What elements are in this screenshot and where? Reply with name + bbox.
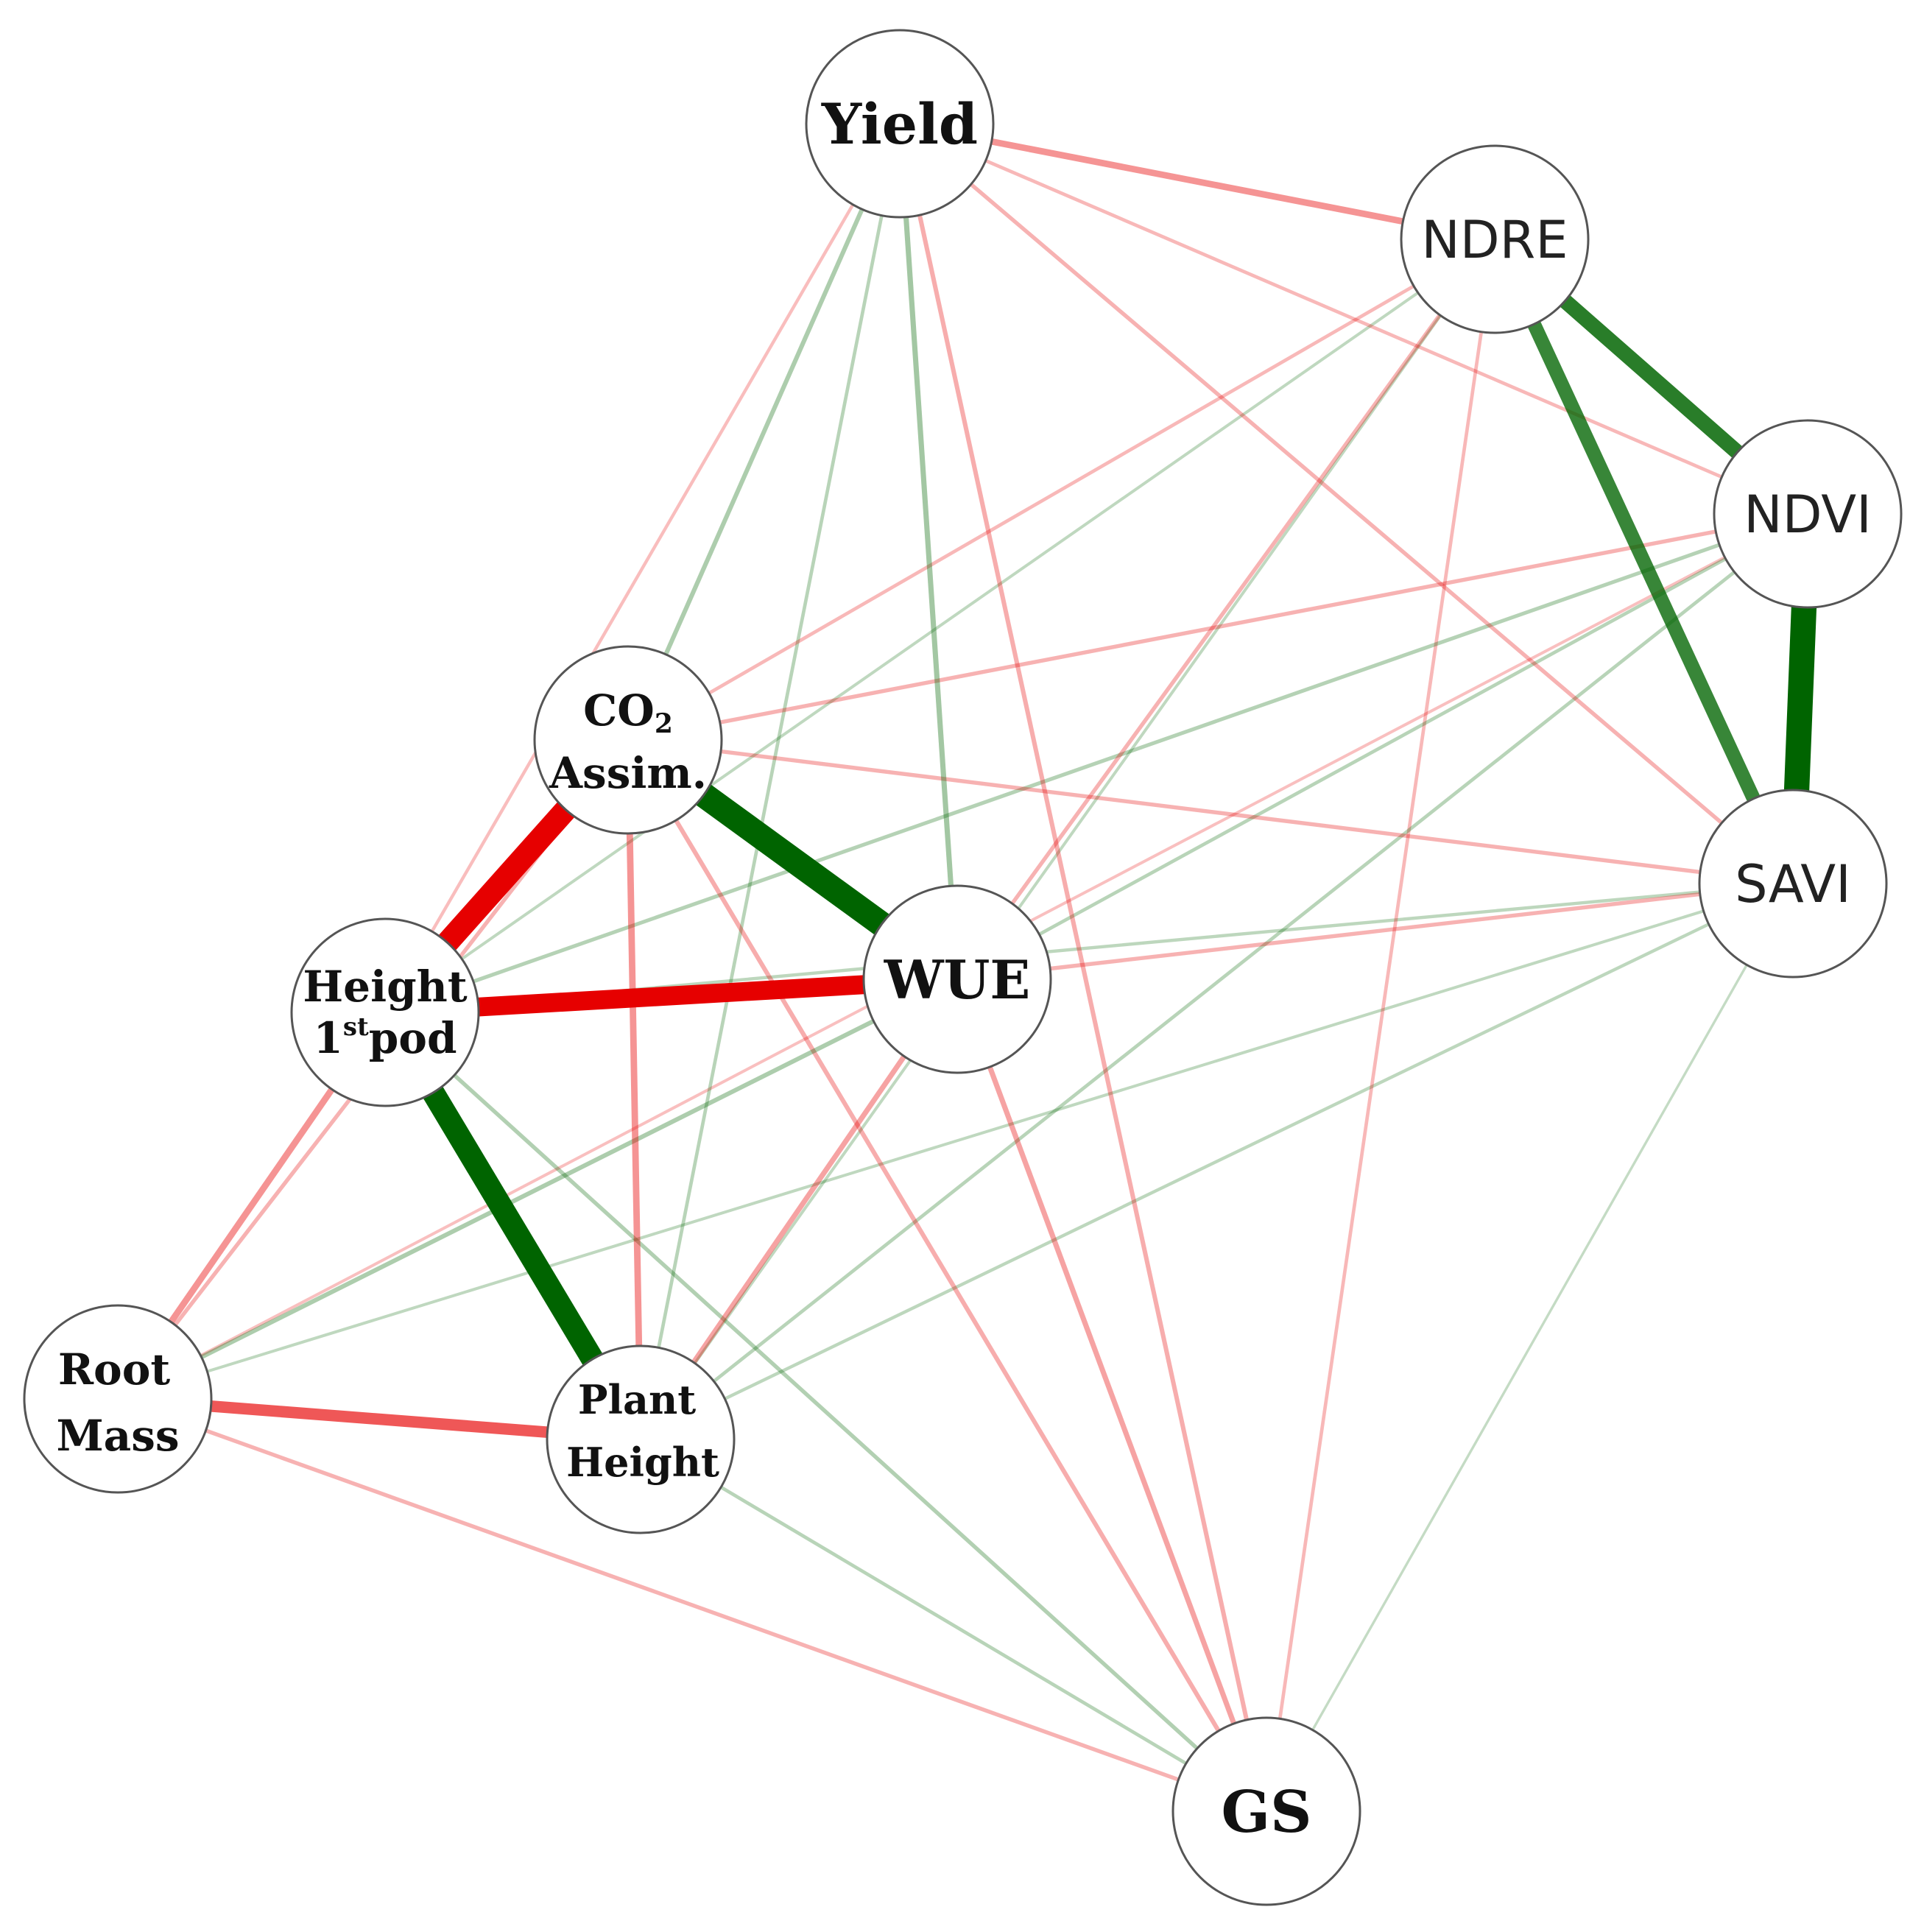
edge-co2-gs — [626, 738, 1269, 1813]
node-label: Yield — [821, 91, 978, 157]
edge-yield-plant — [638, 123, 902, 1440]
node-label: Mass — [56, 1411, 179, 1461]
node-ndvi: NDVI — [1713, 419, 1903, 609]
edge-wue-root — [116, 977, 959, 1401]
edge-yield-gs — [898, 123, 1269, 1812]
edge-ndvi-height — [384, 512, 1808, 1015]
edge-ndre-savi — [1488, 236, 1800, 886]
edge-ndre-height — [384, 238, 1496, 1014]
node-label: CO2 — [583, 685, 673, 739]
edge-co2-plant — [624, 739, 644, 1440]
node-label: WUE — [884, 948, 1031, 1011]
edge-yield-wue — [897, 123, 960, 980]
edge-ndre-co2 — [627, 237, 1496, 742]
edge-yield-ndre — [899, 120, 1495, 243]
edge-plant-gs — [639, 1437, 1268, 1813]
node-label: Assim. — [549, 748, 707, 798]
node-root-mass: Root Mass — [23, 1304, 213, 1494]
node-height-1st-pod: Height 1stpod — [290, 917, 480, 1107]
node-label: SAVI — [1735, 854, 1851, 914]
edge-height-wue — [384, 970, 958, 1022]
edge-ndvi-plant — [639, 512, 1809, 1441]
node-label: 1stpod — [313, 1012, 457, 1063]
edge-wue-gs — [954, 978, 1269, 1813]
node-label: GS — [1222, 1779, 1312, 1846]
edge-ndre-gs — [1264, 239, 1497, 1812]
edge-yield-co2 — [626, 122, 902, 741]
edge-savi-co2 — [627, 738, 1794, 886]
node-gs: GS — [1171, 1716, 1361, 1906]
node-ndre: NDRE — [1400, 144, 1590, 334]
node-label: NDVI — [1744, 484, 1872, 545]
edge-ndvi-co2 — [627, 512, 1808, 742]
edge-savi-gs — [1265, 883, 1794, 1812]
node-plant-height: Plant Height — [546, 1344, 736, 1534]
node-label: Height — [566, 1439, 719, 1486]
edge-height-gs — [384, 1010, 1268, 1813]
node-label: NDRE — [1421, 210, 1568, 270]
node-savi: SAVI — [1698, 789, 1888, 979]
node-label: Height — [303, 962, 467, 1012]
node-layer: Yield NDRE NDVI SAVI CO2 Assim. WUE Heig… — [23, 29, 1903, 1906]
node-label: Root — [58, 1344, 171, 1395]
edge-root-gs — [117, 1397, 1267, 1813]
edge-ndre-wue — [955, 238, 1497, 981]
node-co2-assim: CO2 Assim. — [533, 645, 723, 835]
edge-yield-savi — [898, 121, 1794, 886]
edge-savi-wue — [956, 881, 1794, 981]
edge-yield-ndvi — [899, 121, 1808, 516]
edge-yield-height — [384, 122, 901, 1014]
edge-ndre-plant — [639, 238, 1496, 1441]
edge-ndvi-wue — [956, 512, 1809, 981]
node-yield: Yield — [805, 29, 995, 219]
edge-savi-plant — [640, 882, 1794, 1441]
edge-savi-root — [117, 882, 1794, 1400]
node-label: Plant — [578, 1376, 696, 1423]
node-wue: WUE — [862, 884, 1052, 1074]
